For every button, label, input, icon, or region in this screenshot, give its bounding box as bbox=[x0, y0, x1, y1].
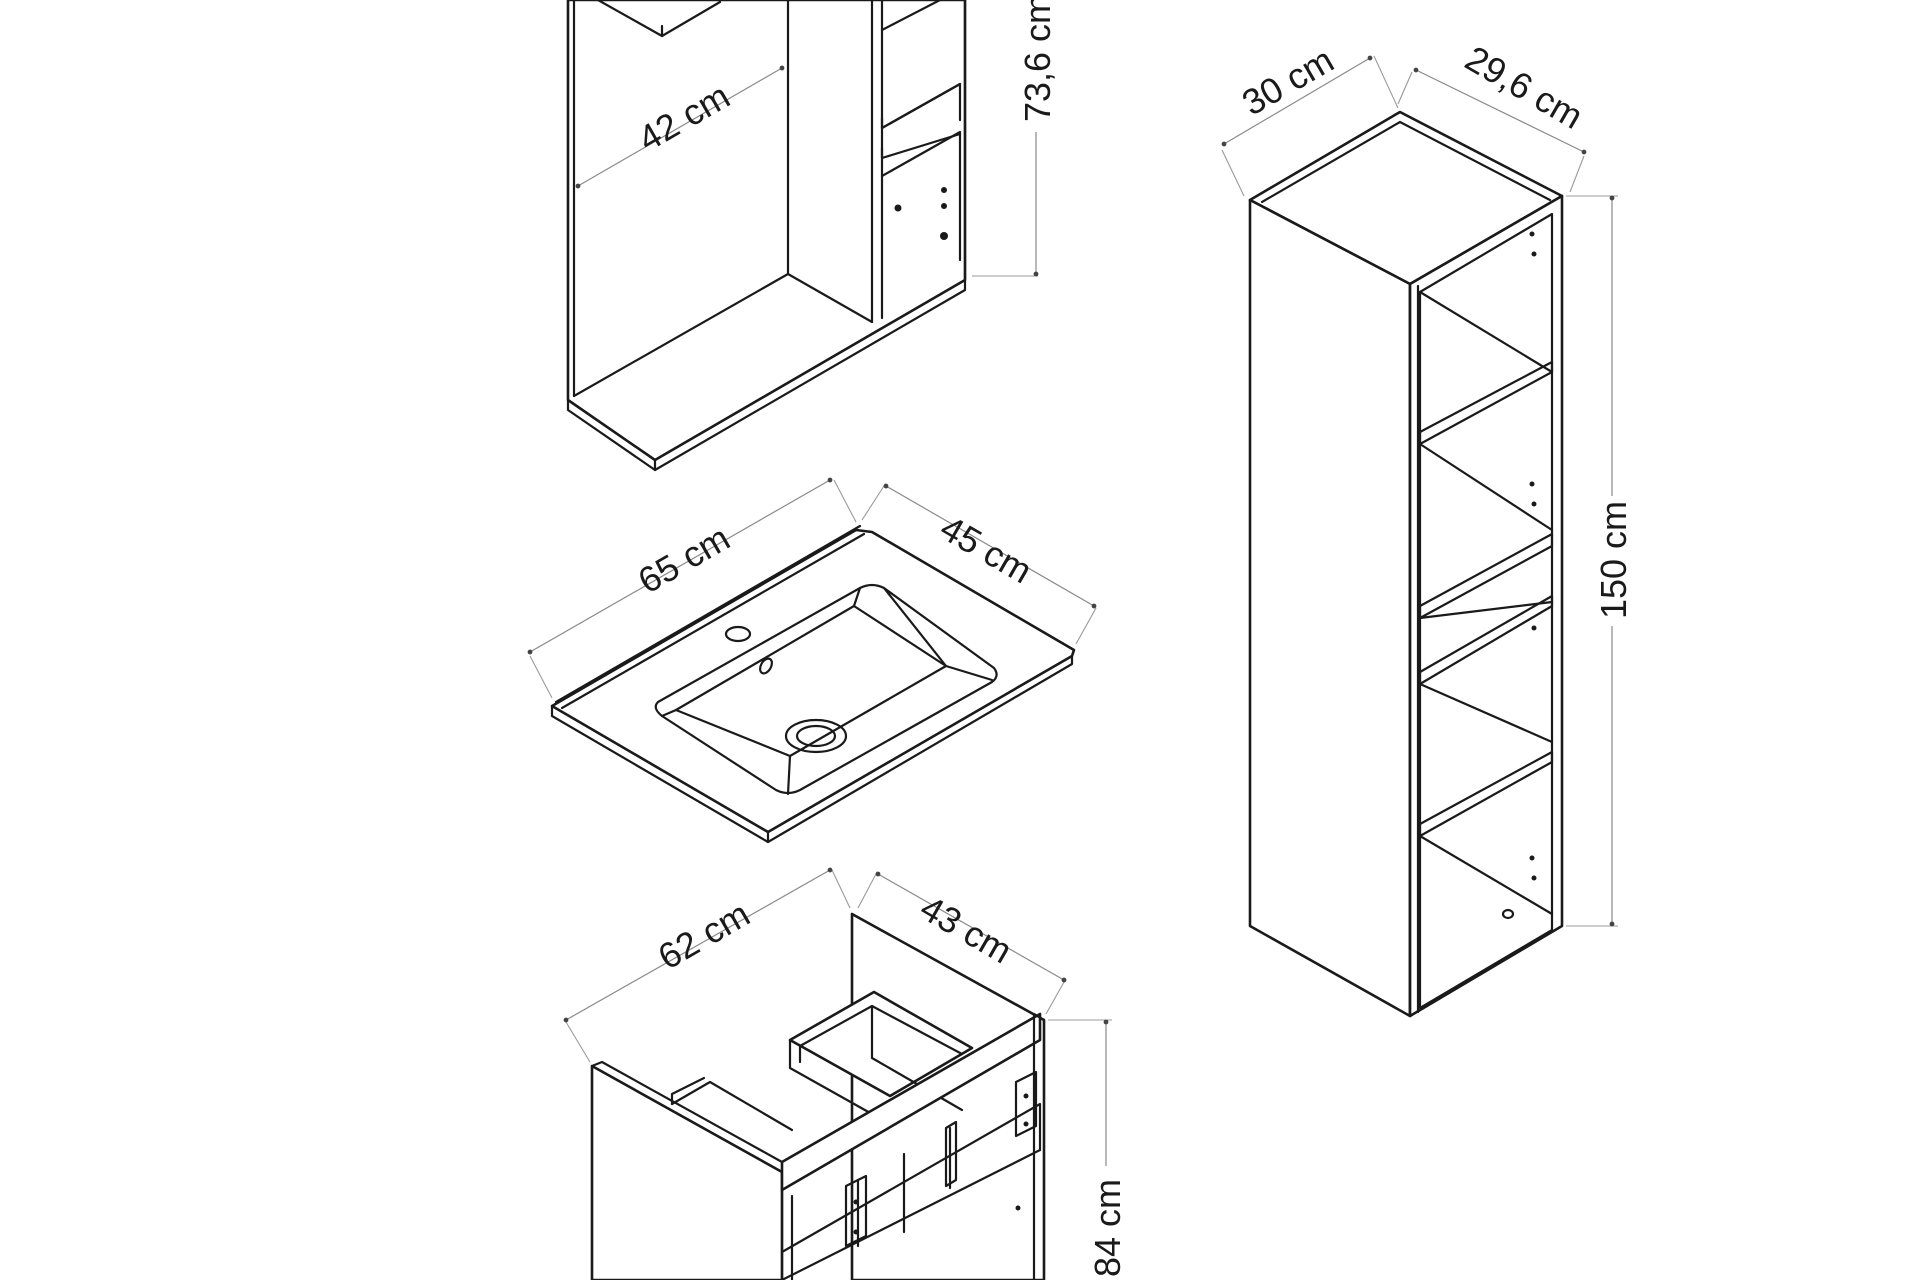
tall-depth-label: 29,6 cm bbox=[1459, 37, 1590, 137]
tall-cabinet bbox=[1248, 110, 1564, 1018]
mounting-hole-icon bbox=[941, 203, 947, 209]
mounting-hole-icon bbox=[1529, 231, 1535, 237]
vanity-width-label: 62 cm bbox=[651, 893, 756, 978]
mounting-hole-icon bbox=[1531, 501, 1537, 507]
mounting-hole-icon bbox=[941, 187, 947, 193]
mirror-height-label: 73,6 cm bbox=[1017, 0, 1058, 122]
hinge-icon bbox=[944, 1120, 958, 1188]
drain-icon bbox=[784, 718, 848, 754]
mounting-hole-icon bbox=[1531, 625, 1537, 631]
tall-height-label: 150 cm bbox=[1593, 501, 1634, 619]
mounting-hole-icon bbox=[1501, 908, 1515, 920]
hinge-icon bbox=[1014, 1070, 1038, 1138]
hinge-icon bbox=[844, 1174, 868, 1248]
vanity-cabinet bbox=[590, 912, 1046, 1280]
mounting-hole-icon bbox=[1529, 855, 1535, 861]
overflow-hole-icon bbox=[759, 657, 773, 675]
mirror-cabinet bbox=[566, 0, 967, 472]
mounting-hole-icon bbox=[1531, 251, 1537, 257]
vanity-height-label: 84 cm bbox=[1087, 1179, 1128, 1277]
basin-width-label: 65 cm bbox=[631, 517, 736, 602]
mounting-hole-icon bbox=[1529, 481, 1535, 487]
tall-width-label: 30 cm bbox=[1235, 39, 1340, 124]
mounting-hole-icon bbox=[894, 204, 902, 212]
mounting-hole-icon bbox=[1531, 875, 1537, 881]
mounting-hole-icon bbox=[940, 232, 948, 240]
